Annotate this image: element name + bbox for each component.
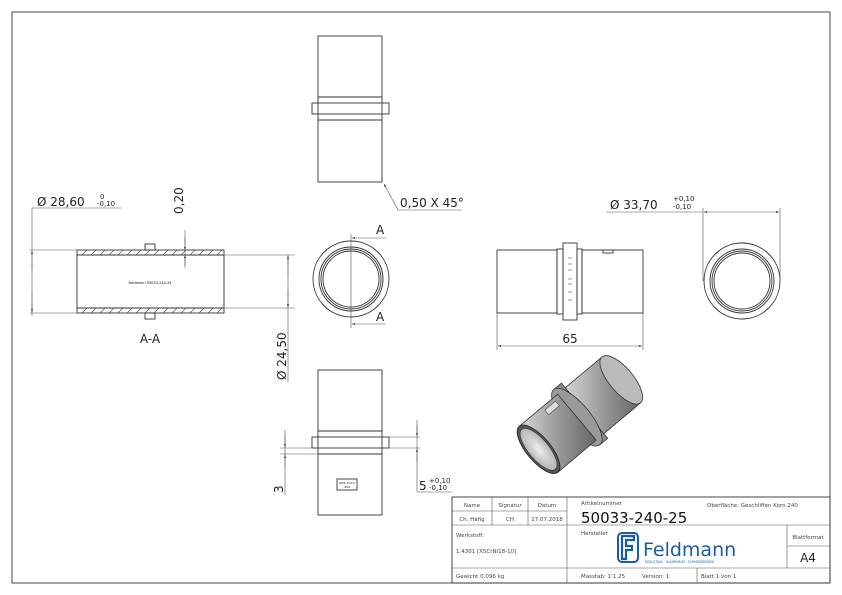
hatch-line [153,249,160,256]
end-view: A A [312,223,390,328]
hatch-line [162,307,169,314]
engraving-line: 304 [344,485,350,489]
svg-text:EDELSTAHL · ALUMINIUM · SCHMIE: EDELSTAHL · ALUMINIUM · SCHMIEDEEISEN [645,560,714,564]
sheet-format: A4 [800,551,816,565]
dim-collar-tol-upper: +0,10 [429,477,450,485]
hatch-line [198,249,205,256]
dim-outer-28: Ø 28,60 [37,195,85,209]
signature: CH [506,517,514,523]
hatch-line [189,249,196,256]
dim-outer-33-tol-upper: +0,10 [673,195,694,203]
section-marker-bottom: A [376,310,385,324]
hatch-line [162,249,169,256]
signature-label: Signatur [498,503,522,509]
hatch-line [207,249,214,256]
hatch-line [90,307,97,314]
isometric-view [516,355,644,474]
dim-outer-33: Ø 33,70 [610,198,658,212]
hatch-line [99,307,106,314]
hatch-line [153,307,160,314]
hatch-line [126,307,133,314]
hatch-line [81,249,88,256]
article-label: Artikelnummer [581,501,623,507]
hatch-line [144,249,151,256]
surface: Oberfläche: Geschliffen Korn 240 [707,503,798,509]
hatch-line [198,307,205,314]
section-view: Feldmann 50033-240-25 A-A Ø 28,60 0 -0,1… [30,187,295,382]
section-label: A-A [140,332,161,346]
hatch-line [135,249,142,256]
hatch-line [171,249,178,256]
drawn-by: Ch. Häfig [459,517,484,523]
name-label: Name [464,503,481,509]
dim-step: 0,20 [172,187,186,214]
hatch-line [108,307,115,314]
hatch-line [108,249,115,256]
date-label: Datum [538,503,557,509]
hatch-line [207,307,214,314]
dim-outer-33-tol-lower: -0,10 [673,203,691,211]
hatch-line [144,307,151,314]
dim-outer-28-tol-lower: -0,10 [97,200,115,208]
scale: Masstab: 1:1.25 [581,574,626,580]
weight: Gewicht 0.096 kg [456,574,504,580]
material-label: Werkstoff: [456,533,484,539]
sheet-border [11,11,831,584]
version: Version: 1 [642,574,669,580]
hatch-line [180,307,187,314]
hatch-line [126,249,133,256]
hatch-line [90,249,97,256]
hatch-line [216,249,223,256]
hatch-line [81,307,88,314]
svg-text:Feldmann: Feldmann [643,539,736,561]
hatch-line [117,307,124,314]
right-end-view: Ø 33,70 +0,10 -0,10 [606,195,781,320]
hatch-line [189,307,196,314]
engraving-line: Ø33,7x3,5 [339,480,355,485]
feldmann-logo: Feldmann EDELSTAHL · ALUMINIUM · SCHMIED… [617,532,736,564]
hatch-line [216,307,223,314]
hatch-line [171,307,178,314]
date: 17.07.2018 [531,517,563,523]
section-engraving: Feldmann 50033-240-25 [128,281,171,285]
hatch-line [135,307,142,314]
top-view: 0,50 X 45° [311,35,464,211]
hatch-line [99,249,106,256]
dim-collar-5: 5 [419,479,427,493]
bottom-view: Ø33,7x3,5 304 3 5 +0,10 -0,10 [272,369,452,516]
chamfer-label: 0,50 X 45° [400,196,464,210]
manufacturer-label: Hersteller [581,531,609,537]
material: 1.4301 [X5CrNi18-10] [456,549,516,555]
article-number: 50033-240-25 [581,509,687,527]
dim-length-65: 65 [562,332,577,346]
section-marker-top: A [376,223,385,237]
dim-outer-28-tol-upper: 0 [100,193,104,201]
dim-inner-24: Ø 24,50 [275,332,289,380]
dim-height-3: 3 [272,485,286,493]
sheet-number: Blatt 1 von 1 [701,574,736,580]
format-label: Blattformat [792,535,824,541]
side-view: 65 [496,242,644,350]
hatch-line [117,249,124,256]
dim-collar-tol-lower: -0,10 [429,484,447,492]
title-block: Name Signatur Datum Ch. Häfig CH 17.07.2… [451,496,831,584]
